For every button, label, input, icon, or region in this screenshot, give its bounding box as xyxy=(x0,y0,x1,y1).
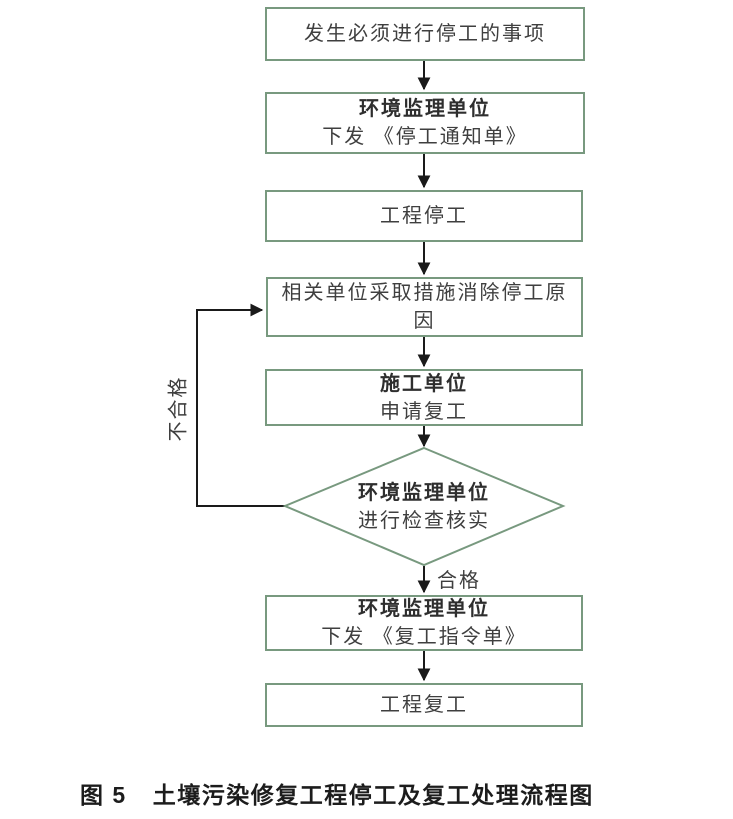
node-text-title: 环境监理单位 xyxy=(358,482,490,504)
node-text-title: 环境监理单位 xyxy=(358,598,490,620)
node-text-action: 下发 《复工指令单》 xyxy=(321,626,527,648)
node-text-action: 申请复工 xyxy=(380,400,468,423)
node-project-resumed: 工程复工 xyxy=(265,683,583,727)
edge-label-pass: 合格 xyxy=(437,570,481,592)
node-text-action: 下发 《停工通知单》 xyxy=(322,126,528,148)
node-text: 相关单位采取措施消除停工原因 xyxy=(281,282,568,332)
node-project-stopped: 工程停工 xyxy=(265,190,583,242)
figure-caption-title: 土壤污染修复工程停工及复工处理流程图 xyxy=(152,782,594,808)
node-text: 发生必须进行停工的事项 xyxy=(304,23,546,45)
fail-loop-connector xyxy=(196,303,285,507)
node-text: 工程复工 xyxy=(380,694,468,716)
node-text-title: 施工单位 xyxy=(380,372,468,395)
node-text-action: 进行检查核实 xyxy=(358,510,490,532)
node-stop-event: 发生必须进行停工的事项 xyxy=(265,7,585,61)
node-text: 工程停工 xyxy=(380,205,468,227)
node-text-title: 环境监理单位 xyxy=(359,98,491,120)
figure-caption-label: 图 5 xyxy=(80,782,127,808)
node-apply-resume: 施工单位 申请复工 xyxy=(265,369,583,426)
node-eliminate-cause: 相关单位采取措施消除停工原因 xyxy=(266,277,583,337)
node-supervisor-stop-notice: 环境监理单位 下发 《停工通知单》 xyxy=(265,92,585,154)
figure-caption: 图 5 土壤污染修复工程停工及复工处理流程图 xyxy=(80,776,594,810)
node-resume-order: 环境监理单位 下发 《复工指令单》 xyxy=(265,595,583,651)
node-inspection-decision: 环境监理单位 进行检查核实 xyxy=(285,448,563,566)
edge-label-fail: 不合格 xyxy=(167,375,190,442)
decision-diamond-shape xyxy=(282,446,566,567)
